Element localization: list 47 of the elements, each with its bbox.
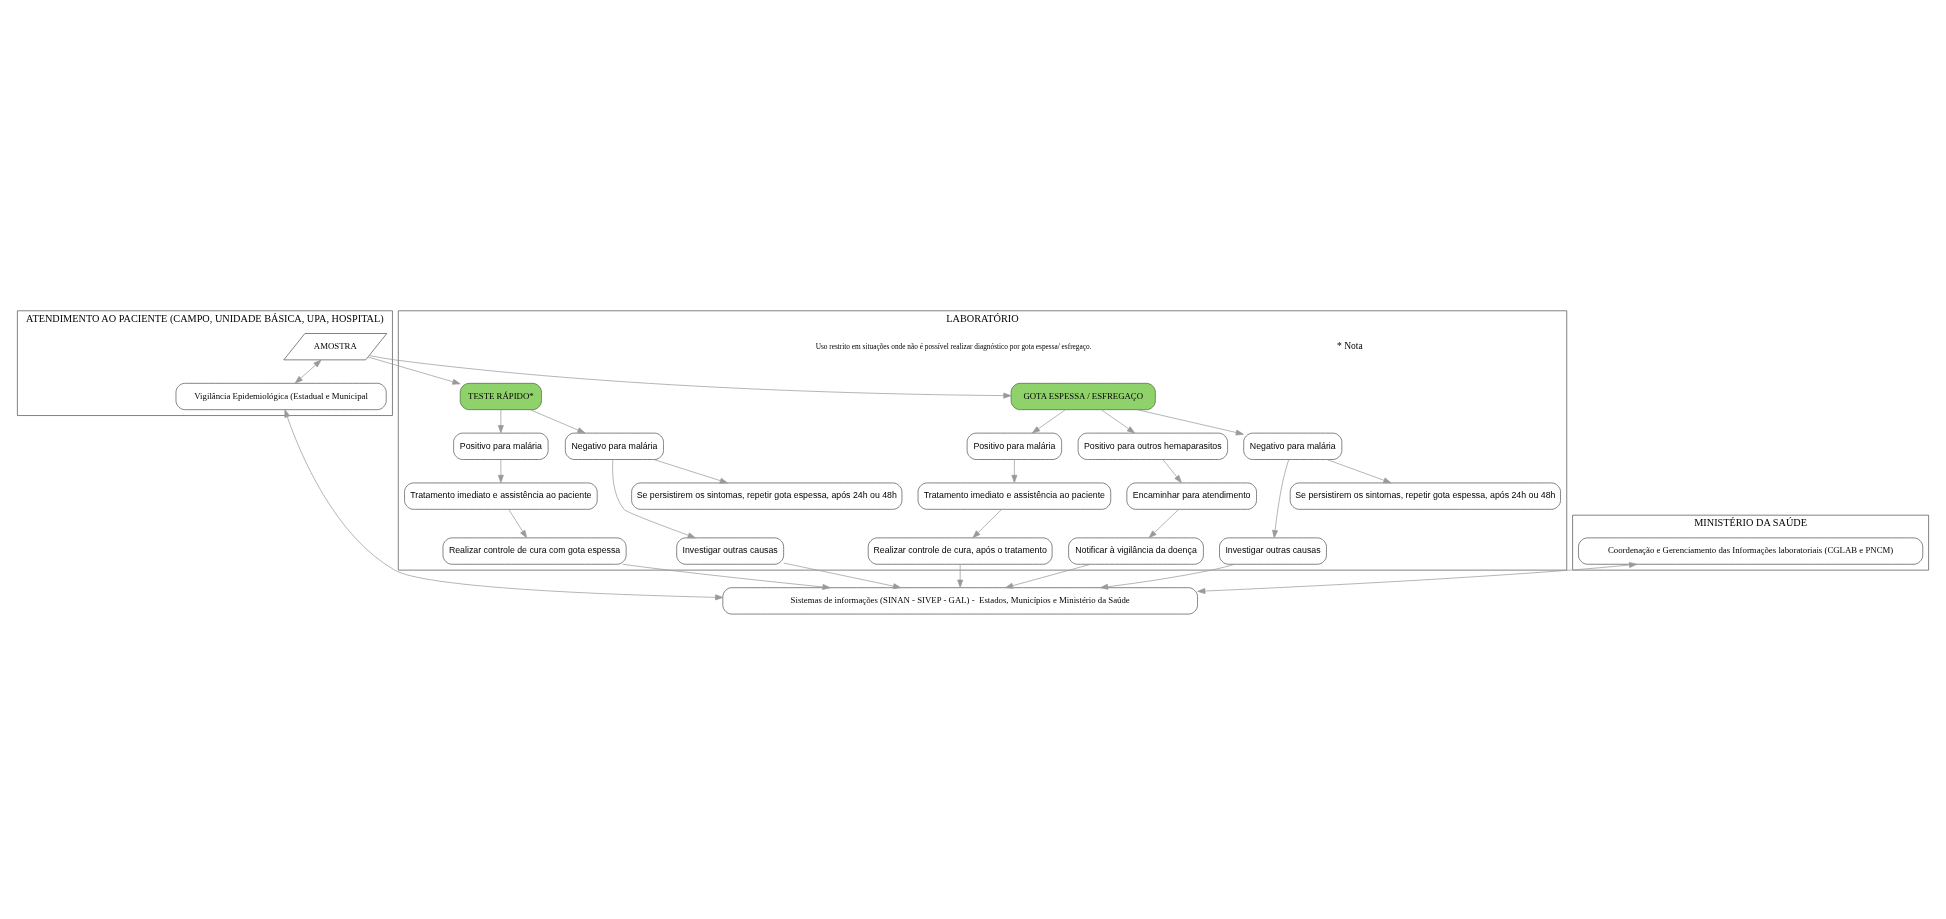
arrow	[1272, 459, 1290, 539]
arrow	[497, 459, 504, 483]
label: * Nota	[1337, 341, 1363, 352]
label: Uso restrito em situações onde não é possível realizar diagnóstico por gota espessa/ esfregaço.	[815, 341, 1092, 351]
node-box: Se persistirem os sintomas, repetir gota espessa, após 24h ou 48h	[631, 482, 903, 510]
arrow	[369, 355, 1012, 399]
arrow	[1148, 509, 1179, 539]
arrow	[1137, 409, 1244, 436]
node-box: Investigar outras causas	[1219, 537, 1327, 565]
arrow	[1005, 563, 1091, 589]
arrow	[497, 409, 504, 434]
arrow	[1197, 562, 1638, 594]
node-box: TESTE RÁPIDO*	[459, 382, 542, 411]
node-box: Se persistirem os sintomas, repetir gota espessa, após 24h ou 48h	[1289, 482, 1561, 510]
arrow	[284, 409, 724, 601]
node-box: GOTA ESPESSA / ESFREGAÇO	[1010, 382, 1156, 411]
node-box: Notificar à vigilância da doença	[1068, 537, 1204, 565]
arrow	[530, 409, 586, 434]
arrow	[783, 562, 902, 590]
node-box: Positivo para outros hemaparasitos	[1077, 432, 1228, 460]
node-box: Negativo para malária	[564, 432, 664, 460]
node-box: Positivo para malária	[453, 432, 549, 460]
arrow	[622, 563, 831, 590]
node-box: Realizar controle de cura, após o tratamento	[867, 537, 1053, 565]
node-box: Sistemas de informações (SINAN - SIVEP - GAL) - Estados, Municípios e Ministério da Saúde	[722, 587, 1198, 615]
arrow	[1011, 459, 1018, 483]
arrow	[972, 509, 1002, 539]
arrow	[1032, 409, 1066, 434]
node-box: Realizar controle de cura com gota espessa	[442, 537, 627, 565]
node-box: Coordenação e Gerenciamento das Informações laboratoriais (CGLAB e PNCM)	[1578, 537, 1924, 565]
arrow	[367, 356, 461, 385]
arrow	[1326, 459, 1392, 484]
arrow	[1101, 409, 1136, 434]
arrow	[1162, 459, 1182, 483]
arrow	[957, 564, 964, 588]
arrow	[612, 459, 696, 539]
node-box: Positivo para malária	[966, 432, 1062, 460]
node-box: Encaminhar para atendimento	[1126, 482, 1257, 510]
node-box: Tratamento imediato e assistência ao paciente	[404, 482, 598, 510]
arrow	[653, 459, 728, 484]
node-box: Negativo para malária	[1243, 432, 1343, 460]
arrow	[1100, 563, 1235, 590]
node-box: Investigar outras causas	[676, 537, 784, 565]
node-box: Tratamento imediato e assistência ao paciente	[917, 482, 1112, 510]
arrow	[508, 509, 527, 539]
node-box: Vigilância Epidemiológica (Estadual e Municipal	[175, 382, 387, 411]
arrow	[294, 359, 322, 384]
